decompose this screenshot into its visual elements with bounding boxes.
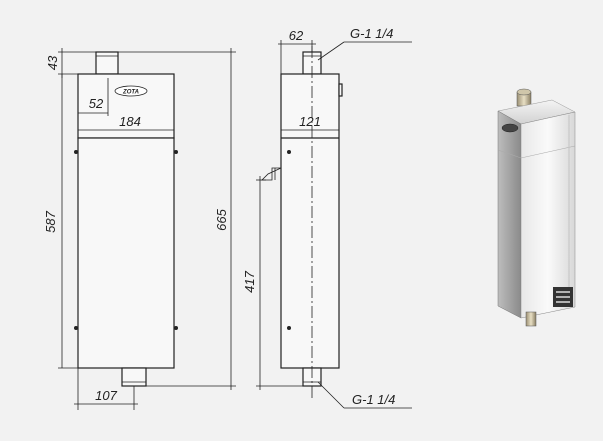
dim-52: 52 (89, 96, 104, 111)
logo-text: ZOTA (122, 90, 139, 96)
thread-label-bottom: G-1 1/4 (352, 392, 395, 407)
dim-184: 184 (119, 114, 141, 129)
front-body (77, 137, 175, 369)
dim-121: 121 (299, 114, 321, 129)
front-top-pipe (95, 51, 119, 75)
dim-665: 665 (214, 208, 229, 230)
screw (174, 150, 178, 154)
photo-logo-badge (501, 123, 519, 133)
screw (174, 326, 178, 330)
side-view: 62 G-1 1/4 121 417 G-1 1/4 (242, 26, 412, 409)
screw (287, 150, 291, 154)
product-photo (497, 88, 576, 327)
front-view: ZOTA 43 587 52 184 665 107 (43, 48, 236, 410)
thread-label-top: G-1 1/4 (350, 26, 393, 41)
dim-417: 417 (242, 270, 257, 292)
screw (74, 326, 78, 330)
dim-107: 107 (95, 388, 117, 403)
dim-587: 587 (43, 210, 58, 232)
screw (74, 150, 78, 154)
dim-43: 43 (45, 55, 60, 70)
dim-62: 62 (289, 28, 304, 43)
screw (287, 326, 291, 330)
side-body (280, 73, 340, 369)
mount-bracket (261, 167, 282, 181)
front-bottom-pipe (121, 367, 147, 387)
side-knob (338, 83, 343, 97)
logo-badge (114, 85, 148, 97)
